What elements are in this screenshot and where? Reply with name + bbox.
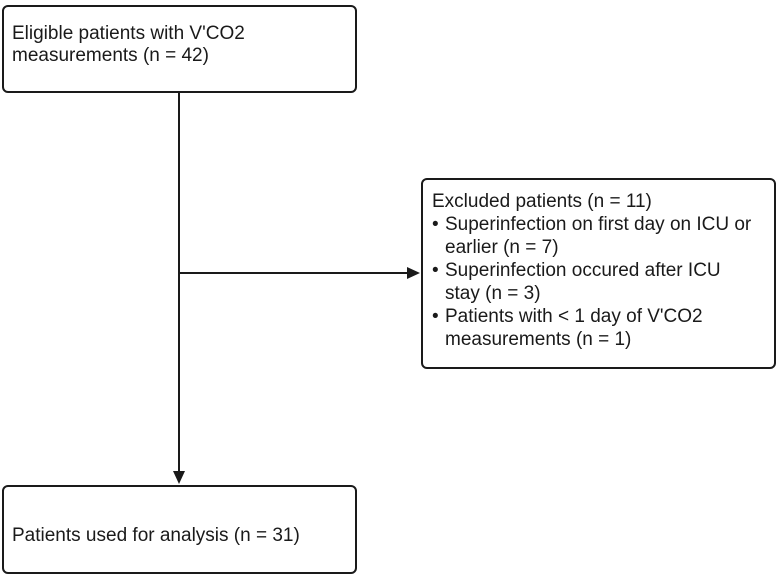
bullet-icon: • xyxy=(432,260,439,281)
excluded-item-line1: Superinfection on first day on ICU or xyxy=(445,214,752,235)
excluded-item-less-than-one-day: • Patients with < 1 day of V'CO2 measure… xyxy=(432,305,768,351)
excluded-item-line2: earlier (n = 7) xyxy=(445,237,559,258)
excluded-item-superinfection-first-day: • Superinfection on first day on ICU or … xyxy=(432,213,768,259)
analysis-patients-label: Patients used for analysis (n = 31) xyxy=(12,524,300,546)
analysis-patients-box: Patients used for analysis (n = 31) xyxy=(2,485,357,574)
excluded-item-line1: Patients with < 1 day of V'CO2 xyxy=(445,306,703,327)
excluded-item-text: Superinfection on first day on ICU or ea… xyxy=(445,213,768,259)
excluded-patients-title: Excluded patients (n = 11) xyxy=(432,191,652,212)
eligible-patients-line1: Eligible patients with V'CO2 xyxy=(12,23,245,44)
excluded-item-text: Superinfection occured after ICU stay (n… xyxy=(445,259,768,305)
excluded-patients-box: Excluded patients (n = 11) • Superinfect… xyxy=(421,178,776,369)
excluded-item-line2: measurements (n = 1) xyxy=(445,329,632,350)
arrowhead-right-icon xyxy=(407,267,420,279)
bullet-icon: • xyxy=(432,214,439,235)
connector-horizontal-line xyxy=(179,272,407,274)
excluded-item-text: Patients with < 1 day of V'CO2 measureme… xyxy=(445,305,768,351)
arrowhead-down-icon xyxy=(173,471,185,484)
connector-vertical-line xyxy=(178,93,180,472)
excluded-item-line2: stay (n = 3) xyxy=(445,283,541,304)
excluded-item-line1: Superinfection occured after ICU xyxy=(445,260,721,281)
eligible-patients-line2: measurements (n = 42) xyxy=(12,45,209,66)
excluded-item-superinfection-after-icu: • Superinfection occured after ICU stay … xyxy=(432,259,768,305)
eligible-patients-box: Eligible patients with V'CO2 measurement… xyxy=(2,5,357,93)
bullet-icon: • xyxy=(432,306,439,327)
